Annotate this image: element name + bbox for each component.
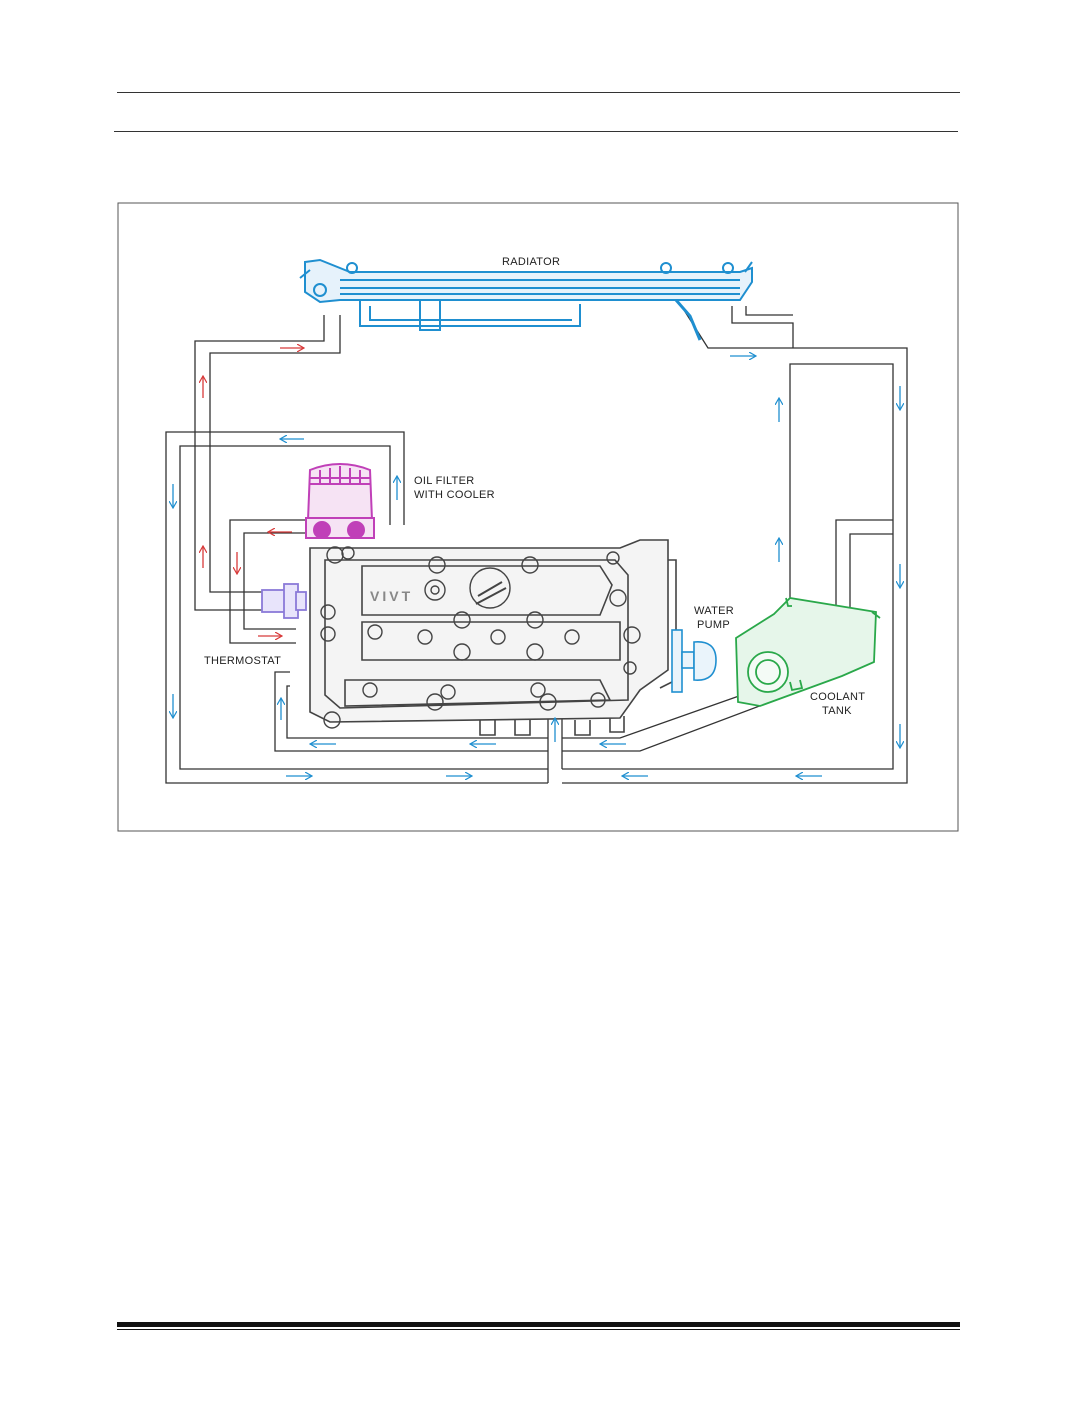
radiator-label: RADIATOR [502,256,560,268]
coolant-tank-label-line1: COOLANT [810,691,865,703]
oil-filter-with-cooler [305,463,375,539]
thermostat-label: THERMOSTAT [204,655,281,667]
engine-cylinder-head [309,539,677,736]
coolant-pipes [165,306,908,784]
water-pump-label-line2: PUMP [697,619,730,631]
engine-badge: VIVT [370,588,413,604]
oil-filter-label-line2: WITH COOLER [414,489,495,501]
water-pump [671,629,717,693]
oil-filter-label-line1: OIL FILTER [414,475,474,487]
coolant-tank-label-line2: TANK [822,705,852,717]
radiator [299,258,753,341]
footer-rule-thick [117,1322,960,1327]
header-rule-top [117,92,960,93]
flow-arrows [173,348,900,776]
footer-rule-thin [117,1329,960,1330]
header-rule-bottom [114,131,958,132]
coolant-tank [735,597,881,707]
figure-frame [117,202,959,832]
water-pump-label-line1: WATER [694,605,734,617]
thermostat [261,583,307,619]
